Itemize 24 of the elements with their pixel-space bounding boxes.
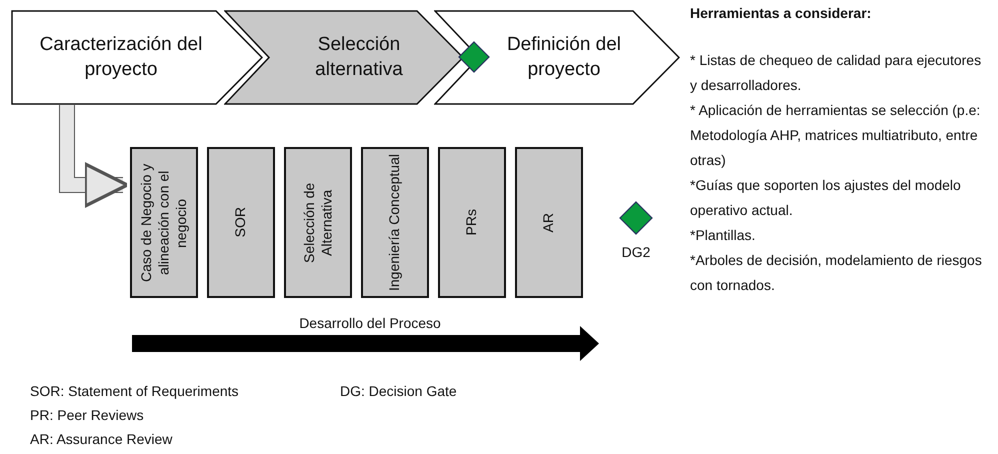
decision-diamond bbox=[458, 41, 490, 73]
gate-label: DG2 bbox=[620, 243, 652, 262]
decision-diamond bbox=[619, 201, 653, 235]
chevron-step: Definición del proyecto bbox=[434, 10, 680, 105]
bullet-text: * Aplicación de herramientas se selección (p.e: Metodología AHP, matrices multiatributo, entre otras) bbox=[690, 101, 982, 170]
block-arrow bbox=[59, 105, 129, 208]
chevron-step: Caracterización del proyecto bbox=[11, 10, 263, 105]
bullet-text: *Plantillas. bbox=[690, 226, 756, 245]
chevron-step: Selección alternativa bbox=[224, 10, 464, 105]
process-box: SOR bbox=[207, 147, 275, 298]
abbreviation-note: PR: Peer Reviews bbox=[30, 406, 145, 425]
process-box: Ingeniería Conceptual bbox=[361, 147, 429, 298]
bullet-text: * Listas de chequeo de calidad para ejecutores y desarrolladores. bbox=[690, 51, 982, 95]
heading: Herramientas a considerar: bbox=[690, 4, 872, 23]
process-box: AR bbox=[515, 147, 583, 298]
process-box: Selección de Alternativa bbox=[284, 147, 352, 298]
process-box: Caso de Negocio y alineación con el negocio bbox=[130, 147, 198, 298]
axis-label: Desarrollo del Proceso bbox=[298, 314, 442, 333]
bullet-text: *Guías que soporten los ajustes del modelo operativo actual. bbox=[690, 176, 962, 220]
bullet-text: *Arboles de decisión, modelamiento de riesgos con tornados. bbox=[690, 251, 983, 295]
process-box: PRs bbox=[438, 147, 506, 298]
abbreviation-note: DG: Decision Gate bbox=[340, 382, 458, 401]
abbreviation-note: SOR: Statement of Requeriments bbox=[30, 382, 240, 401]
abbreviation-note: AR: Assurance Review bbox=[30, 430, 174, 449]
